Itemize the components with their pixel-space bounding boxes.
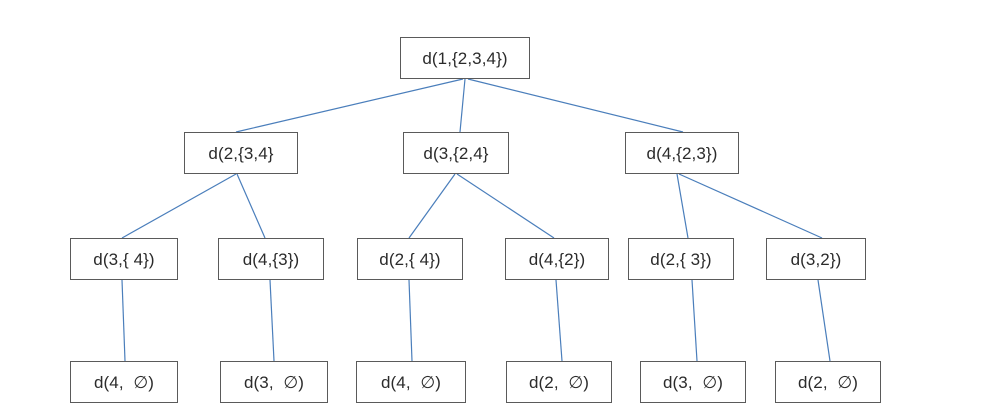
tree-edge bbox=[121, 173, 237, 239]
tree-node-n6: d(2,{ 4}) bbox=[357, 238, 463, 280]
tree-edge bbox=[459, 78, 466, 133]
tree-node-n14: d(3, ∅) bbox=[640, 361, 746, 403]
tree-edge bbox=[555, 279, 563, 362]
tree-node-label: d(3,{2,4} bbox=[423, 143, 489, 163]
tree-node-n2: d(3,{2,4} bbox=[403, 132, 509, 174]
tree-node-n3: d(4,{2,3}) bbox=[625, 132, 739, 174]
tree-node-label: d(4, ∅) bbox=[380, 372, 441, 392]
tree-node-label: d(4,{2,3}) bbox=[646, 143, 718, 163]
tree-node-n4: d(3,{ 4}) bbox=[70, 238, 178, 280]
tree-node-n11: d(3, ∅) bbox=[220, 361, 328, 403]
tree-node-n15: d(2, ∅) bbox=[775, 361, 881, 403]
tree-node-label: d(2, ∅) bbox=[528, 372, 589, 392]
tree-node-n8: d(2,{ 3}) bbox=[628, 238, 734, 280]
tree-edge bbox=[691, 279, 698, 362]
tree-edge bbox=[678, 173, 823, 239]
tree-node-n10: d(4, ∅) bbox=[70, 361, 178, 403]
tree-node-n5: d(4,{3}) bbox=[218, 238, 324, 280]
tree-edge bbox=[676, 173, 689, 239]
tree-edge bbox=[269, 279, 275, 362]
tree-node-label: d(4,{2}) bbox=[528, 249, 586, 269]
tree-edge bbox=[121, 279, 126, 362]
tree-node-n7: d(4,{2}) bbox=[505, 238, 609, 280]
tree-node-label: d(4,{3}) bbox=[242, 249, 300, 269]
tree-node-n1: d(2,{3,4} bbox=[184, 132, 298, 174]
tree-node-label: d(3, ∅) bbox=[243, 372, 304, 392]
tree-edge bbox=[408, 173, 456, 239]
tree-node-label: d(3, ∅) bbox=[662, 372, 723, 392]
tree-node-label: d(3,{ 4}) bbox=[93, 249, 155, 269]
tree-node-label: d(3,2}) bbox=[790, 249, 842, 269]
tree-edge bbox=[817, 279, 831, 362]
tree-node-label: d(2,{ 3}) bbox=[650, 249, 712, 269]
tree-node-label: d(2,{3,4} bbox=[208, 143, 274, 163]
tree-edge bbox=[467, 78, 684, 133]
tree-edge bbox=[456, 173, 555, 239]
tree-node-n0: d(1,{2,3,4}) bbox=[400, 37, 530, 79]
tree-node-label: d(2, ∅) bbox=[797, 372, 858, 392]
tree-node-label: d(4, ∅) bbox=[93, 372, 154, 392]
tree-node-label: d(1,{2,3,4}) bbox=[422, 48, 508, 68]
tree-edge bbox=[236, 173, 266, 239]
tree-node-label: d(2,{ 4}) bbox=[379, 249, 441, 269]
tree-node-n13: d(2, ∅) bbox=[506, 361, 612, 403]
tree-node-n12: d(4, ∅) bbox=[356, 361, 466, 403]
tree-edge bbox=[408, 279, 413, 362]
tree-edge bbox=[235, 78, 464, 133]
tree-node-n9: d(3,2}) bbox=[766, 238, 866, 280]
